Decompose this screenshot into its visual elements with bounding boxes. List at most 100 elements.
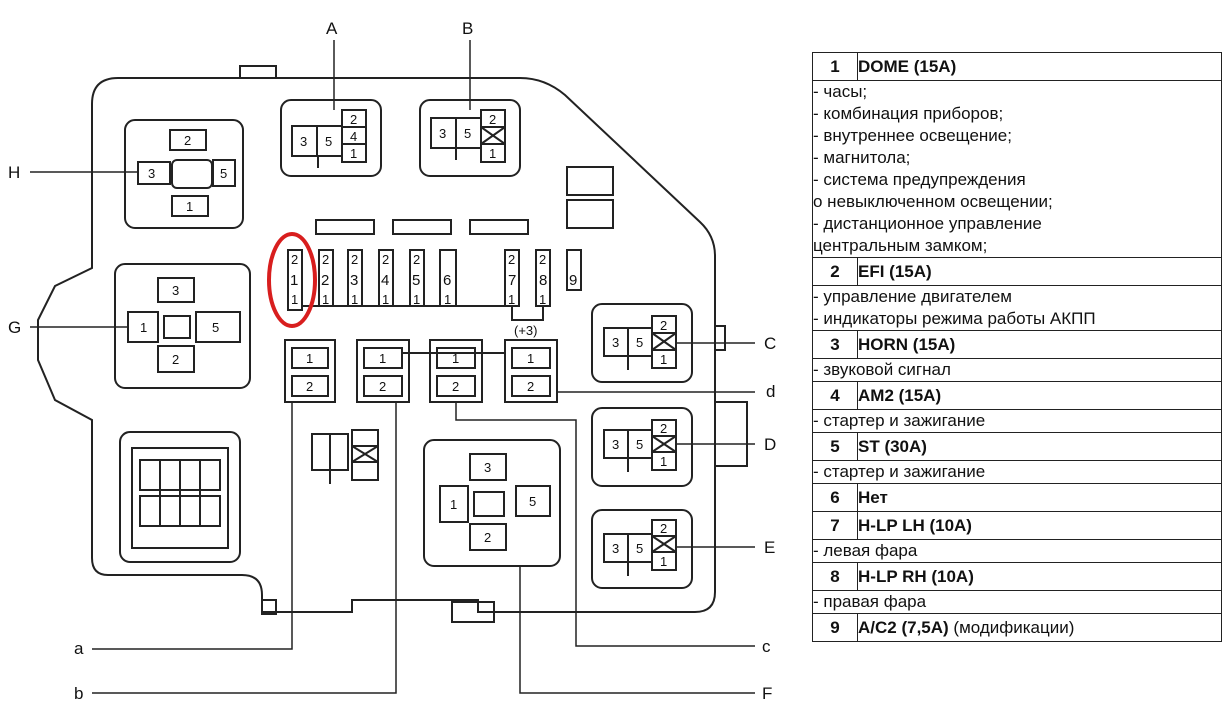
fuse-row-name-cell: EFI (15A) (857, 257, 1222, 286)
fuse-row-name-cell: ST (30A) (857, 432, 1222, 461)
fuse-row-name: HORN (15A) (858, 334, 956, 354)
pin-b-5: 5 (464, 126, 471, 141)
label-A: A (326, 19, 338, 38)
fuse-bottom-mark: 1 (382, 292, 389, 307)
fuse-number-4: 4 (381, 272, 389, 289)
pin-c-2: 2 (660, 318, 667, 333)
fuse-row-description: - управление двигателем- индикаторы режи… (812, 285, 1222, 331)
pin-d-5: 5 (636, 437, 643, 452)
fuse-bottom-mark: 1 (413, 292, 420, 307)
fuse-description-line: - индикаторы режима работы АКПП (813, 309, 1096, 328)
fuse-description-line: - дистанционное управление (813, 214, 1042, 233)
pin-d-3: 3 (612, 437, 619, 452)
pin-a-2: 2 (350, 112, 357, 127)
pin-e-2: 2 (660, 521, 667, 536)
label-C: C (764, 334, 776, 353)
fuse-description-line: о невыключенном освещении; (813, 192, 1053, 211)
fuse-description-line: центральным замком; (813, 236, 988, 255)
pin-b-3: 3 (439, 126, 446, 141)
fuse-description-cell: - левая фара (812, 539, 1222, 563)
fuse-number-5: 5 (412, 272, 420, 289)
fuse-row-name: Нет (858, 487, 888, 507)
fuse-top-mark: 2 (508, 252, 515, 267)
fuse-box-diagram: A B H G C D E d a b c F 3 5 2 4 1 3 5 2 … (8, 19, 776, 703)
label-a: a (74, 639, 84, 658)
relay-b-pin-2: 2 (379, 379, 386, 394)
pin-d-2: 2 (660, 421, 667, 436)
fuse-row-number: 2 (812, 257, 858, 286)
fuse-description-line: - магнитола; (813, 148, 911, 167)
fuse-row-number: 1 (812, 52, 858, 81)
fuse-row-number: 4 (812, 381, 858, 410)
fuse-description-line: - система предупреждения (813, 170, 1026, 189)
fuse-description-cell: - часы;- комбинация приборов;- внутренне… (812, 80, 1222, 258)
pin-a-4: 4 (350, 129, 357, 144)
fuse-row-name: A/C2 (7,5A) (858, 617, 949, 637)
fuse-row-name-cell: DOME (15A) (857, 52, 1222, 81)
fuse-row-name: EFI (15A) (858, 261, 932, 281)
pin-f-2: 2 (484, 530, 491, 545)
fuse-row-name: ST (30A) (858, 436, 927, 456)
connector-a (280, 99, 382, 177)
fuse-bottom-mark: 1 (291, 292, 298, 307)
fuse-row-number: 7 (812, 511, 858, 540)
fuse-row-name-cell: HORN (15A) (857, 330, 1222, 359)
pin-e-3: 3 (612, 541, 619, 556)
relay-d-pin-1: 1 (527, 351, 534, 366)
fuse-description-line: - правая фара (813, 592, 927, 611)
fuse-description-cell: - управление двигателем- индикаторы режи… (812, 285, 1222, 331)
fuse-row-name-cell: A/C2 (7,5A) (модификации) (857, 613, 1222, 642)
relay-c-pin-2: 2 (452, 379, 459, 394)
fuse-description-cell: - правая фара (812, 590, 1222, 614)
fuse-description-line: - звуковой сигнал (813, 360, 951, 379)
fuse-row-name: AM2 (15A) (858, 385, 942, 405)
fuse-number-8: 8 (539, 272, 547, 289)
pin-a-5: 5 (325, 134, 332, 149)
fuse-row-description: - правая фара (812, 590, 1222, 614)
relay-d-pin-2: 2 (527, 379, 534, 394)
pin-c-1: 1 (660, 352, 667, 367)
fuse-row-number: 3 (812, 330, 858, 359)
fuse-top-mark: 2 (539, 252, 546, 267)
fuse-description-line: - стартер и зажигание (813, 411, 986, 430)
pin-d-1: 1 (660, 454, 667, 469)
fuse-row-name-cell: H-LP RH (10A) (857, 562, 1222, 591)
relay-b-pin-1: 1 (379, 351, 386, 366)
fuse-1-highlight (267, 232, 317, 328)
fuse-row-name: DOME (15A) (858, 56, 957, 76)
fuse-row-name-cell: Нет (857, 483, 1222, 512)
relay-h (124, 119, 244, 229)
fuse-number-7: 7 (508, 272, 516, 289)
fuse-number-6: 6 (443, 272, 451, 289)
label-d: d (766, 382, 775, 401)
fuse-row-description: - часы;- комбинация приборов;- внутренне… (812, 80, 1222, 258)
pin-e-1: 1 (660, 554, 667, 569)
fuse-bottom-mark: 1 (508, 292, 515, 307)
pin-h-3: 3 (148, 166, 155, 181)
pin-c-3: 3 (612, 335, 619, 350)
fuse-bottom-mark: 1 (322, 292, 329, 307)
pin-g-3: 3 (172, 283, 179, 298)
pin-g-5: 5 (212, 320, 219, 335)
fuse-row-number: 5 (812, 432, 858, 461)
label-H: H (8, 163, 20, 182)
relay-a-pin-1: 1 (306, 351, 313, 366)
fuse-row-name-cell: AM2 (15A) (857, 381, 1222, 410)
label-c: c (762, 637, 771, 656)
fuse-top-mark: 2 (382, 252, 389, 267)
fuse-bottom-mark: 1 (351, 292, 358, 307)
pin-f-1: 1 (450, 497, 457, 512)
fuse-description-cell: - стартер и зажигание (812, 460, 1222, 484)
fuse-description-line: - комбинация приборов; (813, 104, 1004, 123)
fuse-row-description: - стартер и зажигание (812, 460, 1222, 484)
fuse-description-cell: - стартер и зажигание (812, 409, 1222, 433)
fuse-row-number: 8 (812, 562, 858, 591)
pin-h-1: 1 (186, 199, 193, 214)
label-b: b (74, 684, 83, 703)
pin-b-2: 2 (489, 112, 496, 127)
label-D: D (764, 435, 776, 454)
